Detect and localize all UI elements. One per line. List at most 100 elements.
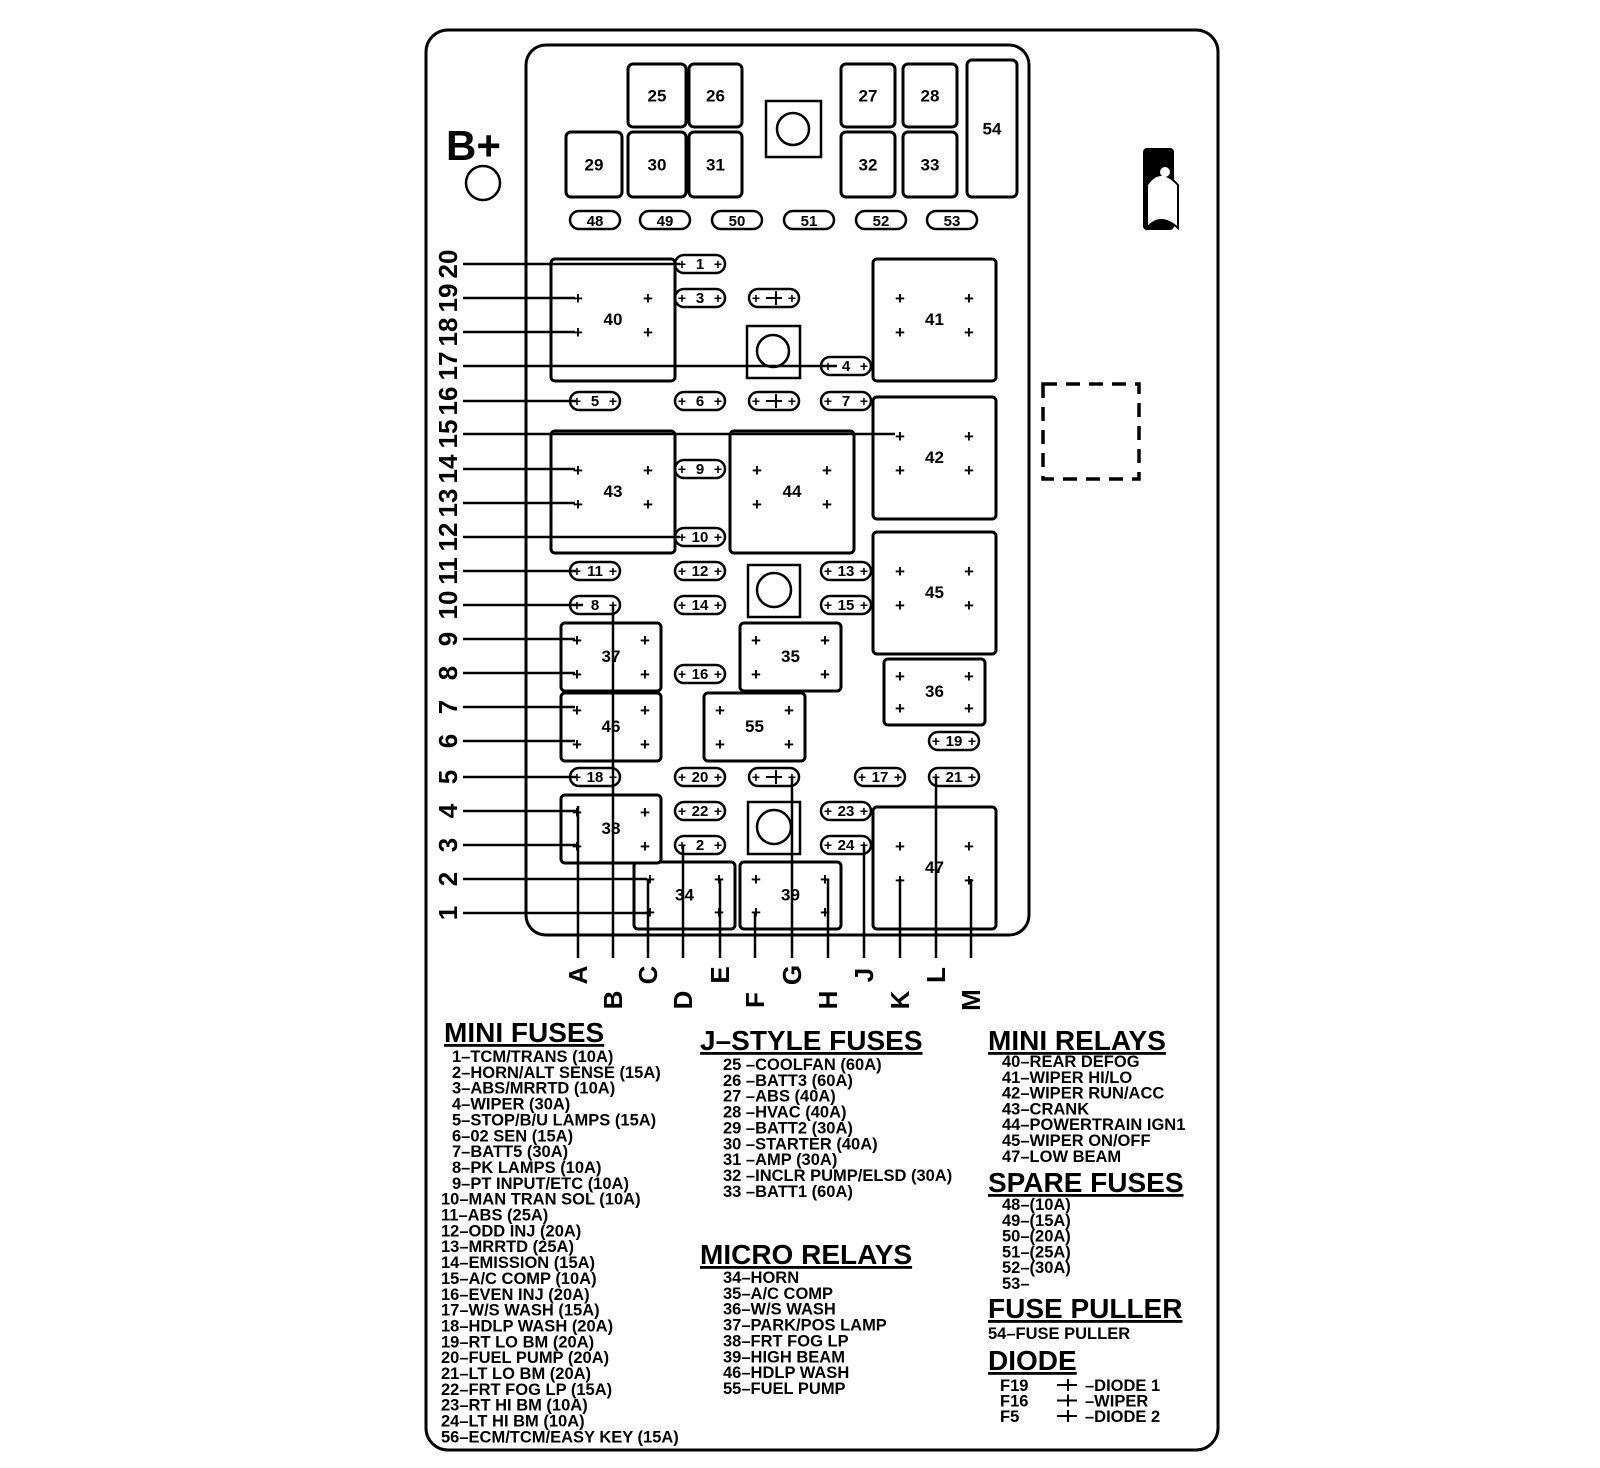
j-style-fuse-31[interactable]: 31 <box>687 130 744 199</box>
left-terminal-19: 19 <box>433 284 575 312</box>
left-terminal-2: 2 <box>433 872 647 886</box>
relay-38[interactable]: ++++38 <box>559 793 663 865</box>
relay-pin-plus: + <box>895 837 905 856</box>
spare-fuse-48[interactable]: 48 <box>568 209 622 231</box>
bottom-terminal-label: C <box>633 965 663 984</box>
relay-pin-plus: + <box>640 803 650 822</box>
mini-fuse-15[interactable]: ++15 <box>819 594 873 616</box>
mini-fuse-9[interactable]: ++9 <box>673 458 727 480</box>
fuse-pin-plus: + <box>678 597 686 613</box>
j-style-fuse-32[interactable]: 32 <box>839 130 897 199</box>
fuse-pin-plus: + <box>714 393 722 409</box>
relay-40[interactable]: ++++40 <box>549 257 677 383</box>
j-style-fuse-28[interactable]: 28 <box>901 62 959 129</box>
left-terminal-11: 11 <box>433 557 576 585</box>
mini-fuse-3[interactable]: ++3 <box>673 287 727 309</box>
relay-pin-plus: + <box>640 837 650 856</box>
spare-fuse-50[interactable]: 50 <box>710 209 764 231</box>
legend-item: 17–W/S WASH (15A) <box>441 1302 600 1320</box>
relay-45[interactable]: ++++45 <box>871 530 998 656</box>
relay-pin-plus: + <box>820 903 830 922</box>
relay-46[interactable]: ++++46 <box>559 691 663 763</box>
left-terminal-label: 17 <box>433 352 463 381</box>
mini-fuse-label: 17 <box>872 769 889 786</box>
dashed-empty-location <box>1041 382 1141 481</box>
mini-fuse-13[interactable]: ++13 <box>819 560 873 582</box>
legend-item: 22–FRT FOG LP (15A) <box>441 1381 612 1399</box>
relay-pin-plus: + <box>572 735 582 754</box>
relay-pin-plus: + <box>572 631 582 650</box>
fuse-pin-plus: + <box>858 769 866 785</box>
mini-fuse-5[interactable]: ++5 <box>568 390 622 412</box>
relay-pin-plus: + <box>643 289 653 308</box>
relay-35[interactable]: ++++35 <box>738 621 843 693</box>
legend-item: 2–HORN/ALT SENSE (15A) <box>452 1064 661 1082</box>
fuse-pin-plus: + <box>752 290 760 306</box>
mini-fuse-7[interactable]: ++7 <box>819 390 873 412</box>
j-style-fuse-33[interactable]: 33 <box>901 130 959 199</box>
spare-fuse-53[interactable]: 53 <box>925 209 979 231</box>
left-terminal-7: 7 <box>433 700 575 714</box>
j-style-fuse-30[interactable]: 30 <box>626 130 688 199</box>
relay-47[interactable]: ++++47 <box>871 805 998 931</box>
left-terminal-10: 10 <box>433 591 583 619</box>
mini-fuse-1[interactable]: ++1 <box>673 253 727 275</box>
legend-item: 55–FUEL PUMP <box>723 1380 846 1398</box>
bottom-terminal-H: H <box>813 879 843 1009</box>
diode-location[interactable]: ++ <box>747 287 801 309</box>
fuse-pin-plus: + <box>678 769 686 785</box>
j-style-fuse-54[interactable]: 54 <box>965 58 1019 199</box>
mini-fuse-label: 7 <box>842 393 850 410</box>
bottom-terminal-label: A <box>563 965 593 984</box>
relay-43[interactable]: ++++43 <box>549 429 677 555</box>
mini-fuse-10[interactable]: ++10 <box>673 526 727 548</box>
mini-fuse-label: 24 <box>838 837 855 854</box>
mini-fuse-20[interactable]: ++20 <box>673 766 727 788</box>
mini-fuse-12[interactable]: ++12 <box>673 560 727 582</box>
fuse-pin-plus: + <box>714 461 722 477</box>
legend-item: 34–HORN <box>723 1269 799 1287</box>
j-style-fuse-26[interactable]: 26 <box>687 62 744 129</box>
mini-fuse-label: 1 <box>696 256 704 273</box>
j-style-fuse-29[interactable]: 29 <box>564 130 624 199</box>
fuse-pin-plus: + <box>714 529 722 545</box>
spare-fuse-52[interactable]: 52 <box>854 209 908 231</box>
left-terminal-label: 14 <box>433 454 463 483</box>
relay-42[interactable]: ++++42 <box>871 395 998 521</box>
mini-fuse-11[interactable]: ++11 <box>568 560 622 582</box>
legend-item: 42–WIPER RUN/ACC <box>1002 1085 1164 1103</box>
spare-fuse-51[interactable]: 51 <box>782 209 836 231</box>
legend-item: 1–TCM/TRANS (10A) <box>452 1048 613 1066</box>
fuse-pin-plus: + <box>573 393 581 409</box>
legend-item: 7–BATT5 (30A) <box>452 1143 568 1161</box>
mini-fuse-19[interactable]: ++19 <box>927 730 981 752</box>
bottom-terminal-G: G <box>777 777 807 985</box>
relay-41[interactable]: ++++41 <box>871 257 998 383</box>
diode-location[interactable]: ++ <box>747 390 801 412</box>
fuse-pin-plus: + <box>932 733 940 749</box>
bottom-terminal-K: K <box>885 879 915 1009</box>
diode-symbol-icon <box>1057 1410 1077 1422</box>
relay-pin-plus: + <box>964 562 974 581</box>
spare-fuse-49[interactable]: 49 <box>638 209 692 231</box>
relay-44[interactable]: ++++44 <box>728 429 856 555</box>
mini-fuse-17[interactable]: ++17 <box>853 766 907 788</box>
j-style-fuse-27[interactable]: 27 <box>839 62 897 129</box>
spare-fuse-label: 50 <box>729 213 746 230</box>
relay-label: 43 <box>604 482 623 501</box>
j-style-fuse-label: 26 <box>706 87 725 106</box>
mini-fuse-23[interactable]: ++23 <box>819 800 873 822</box>
relay-pin-plus: + <box>895 461 905 480</box>
relay-39[interactable]: ++++39 <box>738 860 843 931</box>
relay-36[interactable]: ++++36 <box>882 657 987 727</box>
relay-55[interactable]: ++++55 <box>702 691 807 763</box>
legend-item: 25 –COOLFAN (60A) <box>723 1056 882 1074</box>
mini-fuse-22[interactable]: ++22 <box>673 800 727 822</box>
j-style-fuse-25[interactable]: 25 <box>626 62 688 129</box>
legend-item: 23–RT HI BM (10A) <box>441 1397 588 1415</box>
mini-fuse-14[interactable]: ++14 <box>673 594 727 616</box>
mini-fuse-6[interactable]: ++6 <box>673 390 727 412</box>
mini-fuse-16[interactable]: ++16 <box>673 663 727 685</box>
relay-37[interactable]: ++++37 <box>559 621 663 693</box>
